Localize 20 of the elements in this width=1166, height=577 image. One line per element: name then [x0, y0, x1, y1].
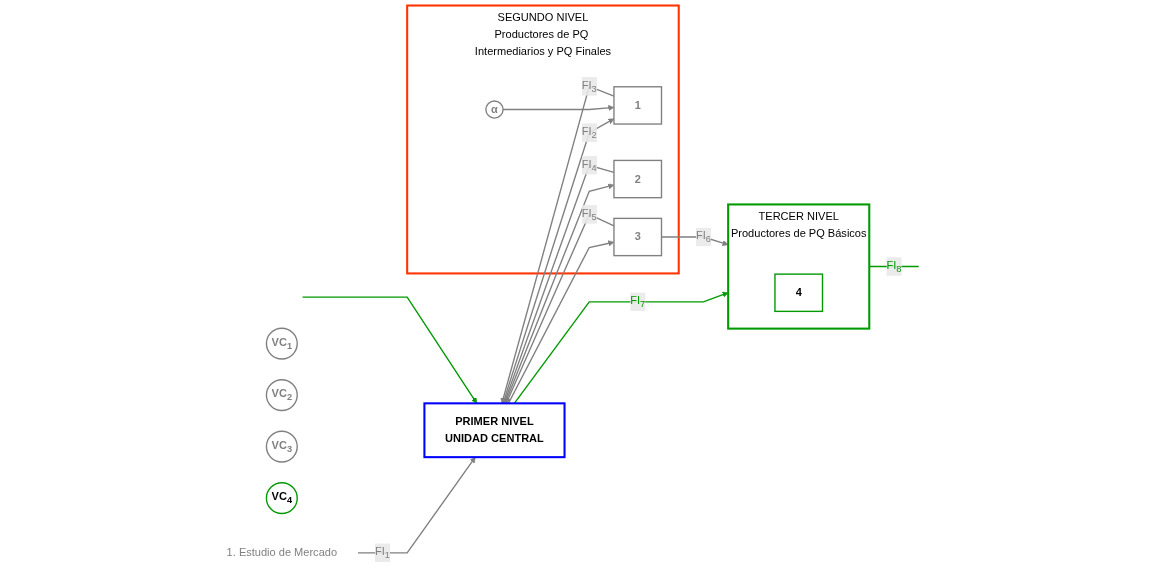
edge-label: FI$_{5}$: [581, 207, 597, 222]
node-circle: VC$_{3}$: [265, 430, 298, 463]
edge-label: FI$_{3}$: [581, 79, 597, 94]
node-circle: VC$_{2}$: [265, 379, 298, 412]
node-box: 1: [613, 86, 663, 125]
node-box: 4: [774, 273, 824, 313]
node-circle: α: [485, 100, 504, 119]
edge-label: FI$_{1}$: [374, 545, 390, 561]
node-box: PRIMER NIVEL UNIDAD CENTRAL: [423, 402, 566, 459]
edge-label: FI$_{2}$: [581, 125, 597, 141]
node-box: 2: [613, 159, 663, 199]
node-box: 3: [613, 217, 663, 257]
node-text: 1. Estudio de Mercado: [226, 546, 338, 559]
edge-label: FI$_{8}$: [886, 259, 902, 274]
node-circle: VC$_{1}$: [265, 327, 298, 360]
node-circle: VC$_{4}$: [265, 482, 298, 515]
arrow: [301, 296, 478, 404]
edge-label: FI$_{7}$: [630, 294, 646, 310]
edge-label: FI$_{4}$: [581, 157, 597, 173]
edge-label: FI$_{6}$: [695, 229, 711, 245]
